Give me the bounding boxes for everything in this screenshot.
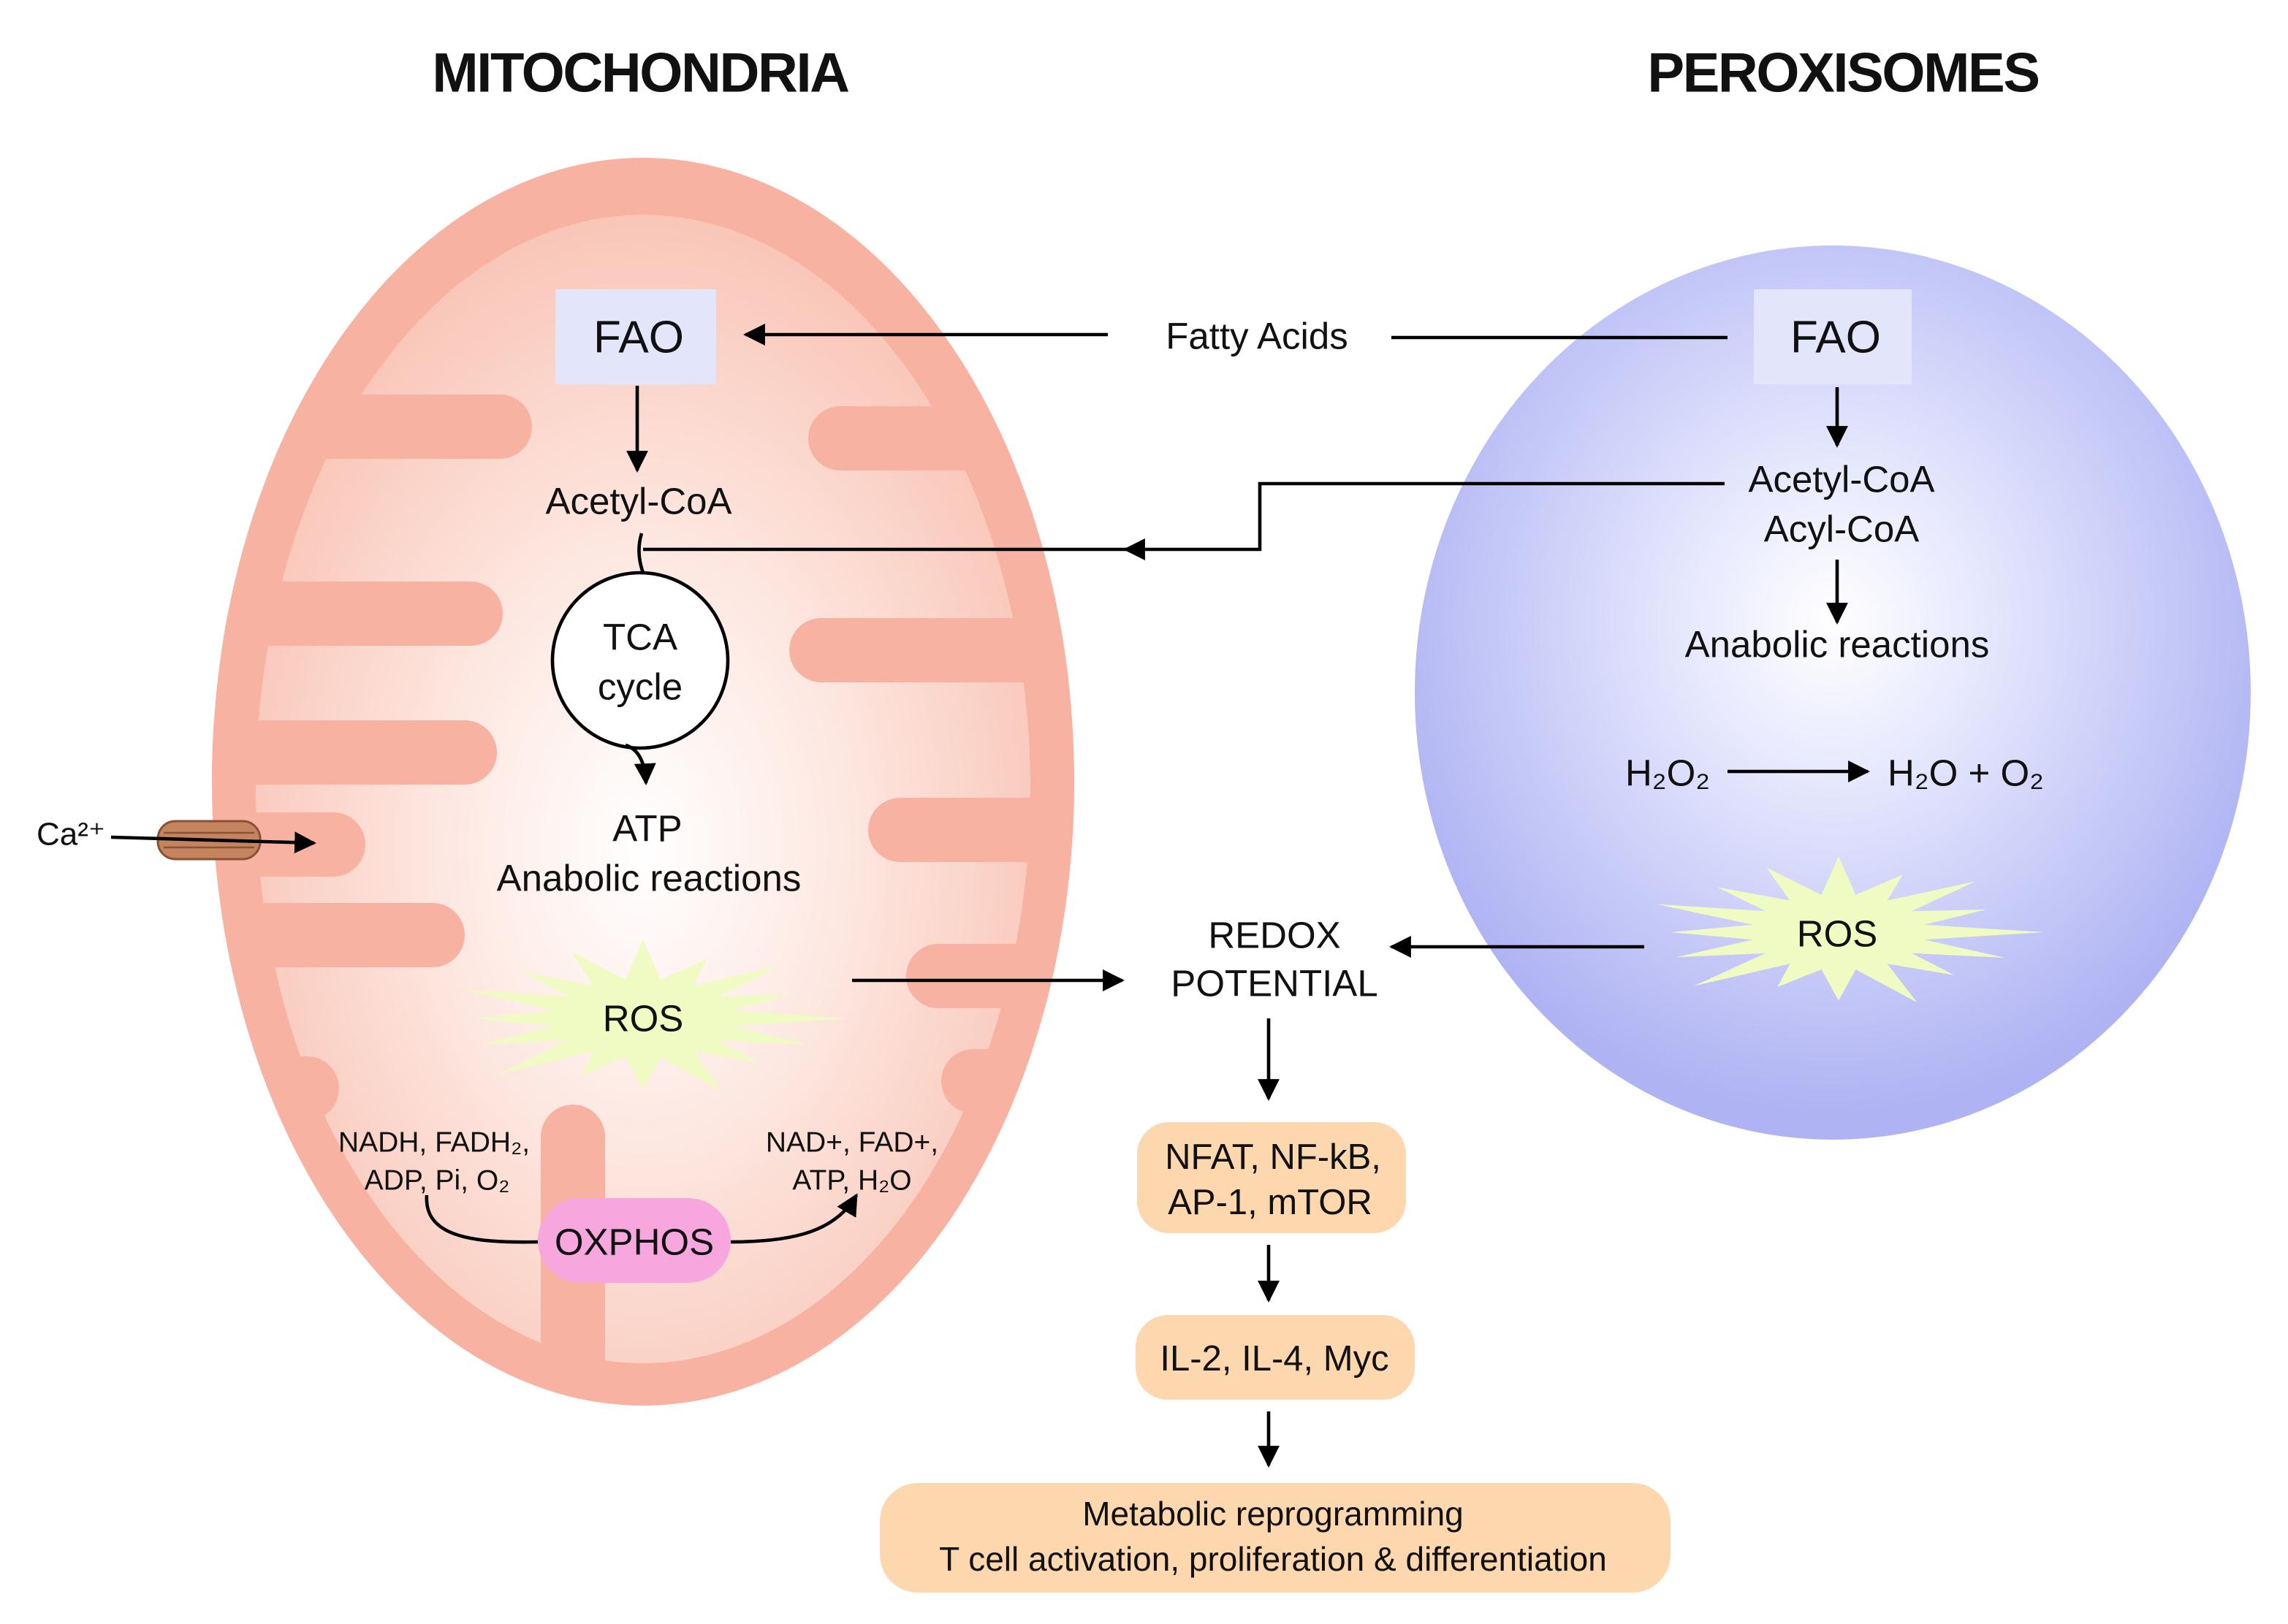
oxphos-outputs-line-1: NAD+, FAD+, — [766, 1127, 938, 1159]
mitochondria-title: MITOCHONDRIA — [432, 42, 848, 104]
oxphos-input-curve — [425, 1194, 539, 1244]
oxphos-inputs-line-2: ADP, Pi, O₂ — [365, 1165, 510, 1197]
mito-anabolic-label: Anabolic reactions — [497, 858, 802, 899]
outcome-line-1: Metabolic reprogramming — [1082, 1495, 1464, 1533]
oxphos-pill — [538, 1198, 731, 1283]
signaling-line-2: AP-1, mTOR — [1168, 1183, 1372, 1222]
perox-fao-label: FAO — [1790, 313, 1881, 363]
acetyl-to-tca-connector — [637, 533, 645, 573]
perox-fao-box — [1754, 289, 1912, 384]
calcium-label: Ca²⁺ — [37, 817, 105, 853]
perox-ros-label: ROS — [1797, 913, 1878, 955]
mito-ros-burst — [461, 939, 848, 1091]
mitochondrion-matrix — [256, 215, 1030, 1363]
mitochondrion — [212, 158, 1074, 1406]
outcome-box — [880, 1483, 1671, 1593]
perox-acyl-coa-label: Acyl-CoA — [1764, 508, 1920, 550]
mito-atp-label: ATP — [612, 808, 682, 850]
calcium-influx-arrow — [110, 831, 316, 854]
peroxisome — [1415, 245, 2251, 1140]
tca-cycle-circle — [550, 571, 730, 750]
h2o2-label: H₂O₂ — [1625, 752, 1710, 794]
mito-acetyl-coa-label: Acetyl-CoA — [545, 481, 731, 522]
peroxisomes-title: PEROXISOMES — [1647, 42, 2038, 104]
perox-acetyl-to-mito-arrow — [1123, 481, 1725, 560]
outcome-line-2: T cell activation, proliferation & diffe… — [939, 1540, 1607, 1578]
oxphos-output-arrow — [730, 1193, 858, 1244]
mito-fao-label: FAO — [593, 313, 684, 363]
potential-label: POTENTIAL — [1171, 963, 1377, 1004]
oxphos-label: OXPHOS — [555, 1221, 714, 1263]
h2o-o2-label: H₂O + O₂ — [1888, 752, 2044, 794]
mito-ros-label: ROS — [603, 998, 684, 1040]
redox-label: REDOX — [1208, 915, 1340, 956]
tca-cycle-label: cycle — [598, 666, 683, 708]
oxphos-outputs-line-2: ATP, H₂O — [792, 1165, 911, 1197]
tca-label: TCA — [603, 617, 677, 658]
perox-anabolic-label: Anabolic reactions — [1685, 624, 1990, 666]
signaling-line-1: NFAT, NF-kB, — [1165, 1137, 1381, 1177]
fatty-acids-label: Fatty Acids — [1166, 316, 1348, 357]
signaling-box — [1137, 1122, 1406, 1233]
perox-acetyl-coa-label: Acetyl-CoA — [1748, 459, 1934, 500]
cytokines-box — [1136, 1315, 1415, 1400]
oxphos-inputs-line-1: NADH, FADH₂, — [338, 1127, 530, 1159]
cytokines-label: IL-2, IL-4, Myc — [1160, 1339, 1388, 1379]
tca-to-atp-arrow — [625, 743, 656, 785]
perox-ros-burst — [1657, 856, 2043, 1002]
mito-fao-box — [555, 289, 716, 384]
